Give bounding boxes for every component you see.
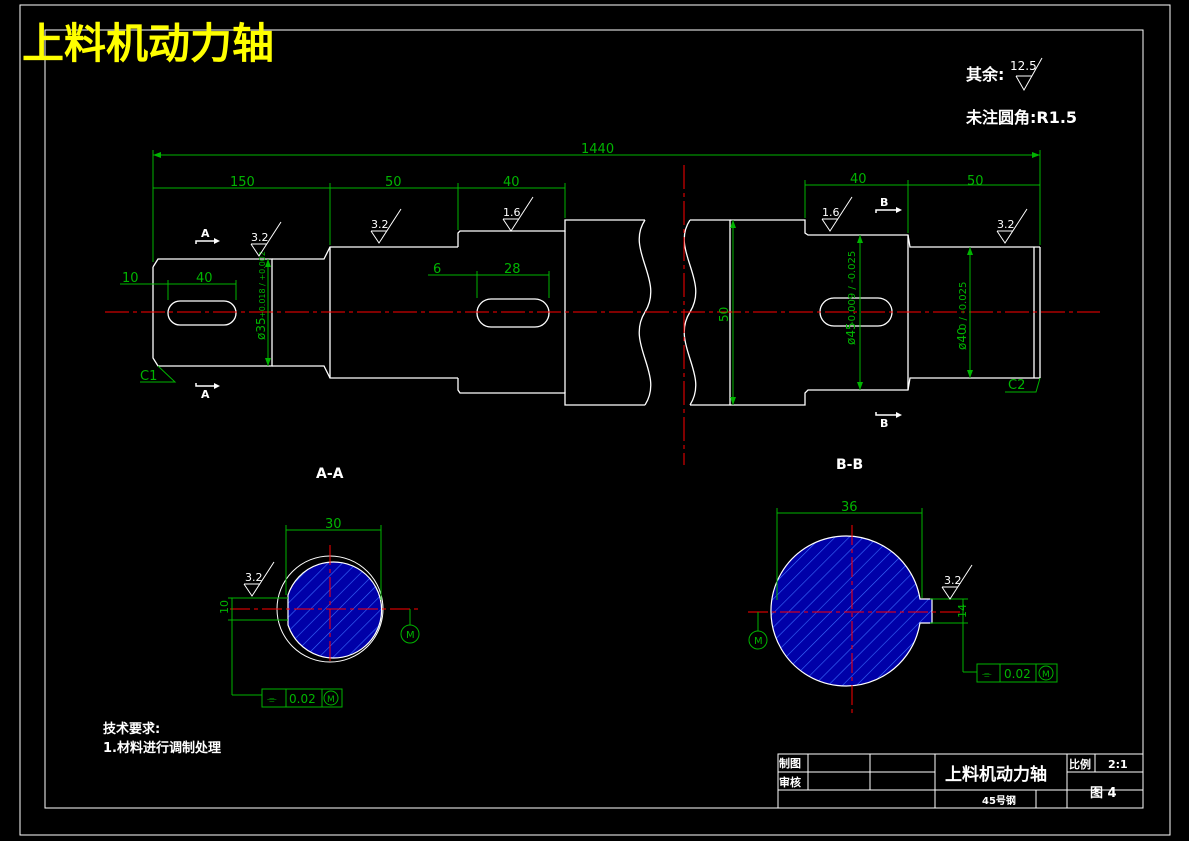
dim-center-50: 50: [717, 307, 731, 322]
dim-keyway-40: 40: [196, 271, 213, 286]
cut-label-a-bottom: A: [201, 388, 210, 401]
tb-part-name: 上料机动力轴: [945, 764, 1047, 785]
roughness-symbol-icon: [1015, 57, 1043, 92]
bb-key: 14: [956, 604, 969, 618]
dim-40-right: 40: [850, 172, 867, 187]
tb-checked-label: 审核: [779, 775, 801, 789]
section-cut-markers: [195, 209, 896, 416]
tech-req-heading: 技术要求:: [103, 721, 160, 737]
roughness-3-2-a: 3.2: [251, 231, 269, 244]
cut-label-a-top: A: [201, 227, 210, 240]
roughness-1-6-a: 1.6: [503, 206, 521, 219]
mmc-icon: M: [327, 695, 335, 705]
chamfer-c2: C2: [1008, 378, 1025, 393]
aa-symmetry-tol: 0.02: [289, 692, 316, 706]
bb-roughness: 3.2: [944, 574, 962, 587]
symmetry-icon: ⌯: [982, 667, 992, 681]
centerlines: [105, 165, 1100, 465]
aa-key: 10: [218, 600, 231, 614]
surface-rest-label: 其余:: [966, 65, 1004, 84]
dim-6: 6: [433, 262, 441, 277]
surface-rest-value: 12.5: [1010, 59, 1037, 73]
section-bb-view: 36 14 3.2 ⌯ 0.02 M M: [748, 500, 1058, 715]
dim-dia-40: ø40: [955, 327, 969, 350]
dim-40-left: 40: [503, 175, 520, 190]
dim-50-left: 50: [385, 175, 402, 190]
symmetry-icon: ⌯: [267, 692, 277, 706]
aa-width: 30: [325, 517, 342, 532]
outer-border: [19, 4, 1171, 836]
section-cut-arrows: [214, 207, 902, 418]
section-aa-view: 30 10 3.2 ⌯ 0.02 M M: [218, 517, 420, 708]
dim-dia-45: ø45: [844, 322, 858, 345]
tb-material: 45号钢: [982, 794, 1016, 807]
dim-50-right: 50: [967, 174, 984, 189]
dim-overall: 1440: [581, 142, 614, 157]
tb-sheet: 图 4: [1090, 786, 1117, 801]
inner-border: [44, 29, 1144, 809]
tech-req-item-1: 1.材料进行调制处理: [103, 740, 221, 756]
roughness-1-6-b: 1.6: [822, 206, 840, 219]
dim-150: 150: [230, 175, 255, 190]
dimension-arrows: [153, 152, 1040, 405]
fillet-note: 未注圆角:R1.5: [965, 108, 1077, 127]
tb-scale-value: 2:1: [1108, 758, 1128, 771]
bb-width: 36: [841, 500, 858, 515]
mmc-icon: M: [1042, 670, 1050, 680]
mmc-icon: M: [406, 630, 415, 641]
roughness-symbol-icon: [250, 196, 1028, 257]
mmc-icon: M: [754, 636, 763, 647]
cut-label-b-bottom: B: [880, 417, 888, 430]
cut-label-b-top: B: [880, 196, 888, 209]
section-label-bb: B-B: [836, 457, 863, 473]
dim-tol-40: 0 / -0.025: [958, 282, 969, 330]
chamfer-c1: C1: [140, 369, 157, 384]
dim-10: 10: [122, 271, 139, 286]
dim-tol-35: +0.018 / +0.002: [258, 251, 267, 318]
roughness-3-2-b: 3.2: [371, 218, 389, 231]
aa-roughness: 3.2: [245, 571, 263, 584]
tb-scale-label: 比例: [1069, 757, 1091, 771]
dimension-lines: [120, 150, 1041, 405]
dim-28: 28: [504, 262, 521, 277]
tb-drawn-label: 制图: [779, 756, 801, 770]
dim-tol-45: -0.009 / -0.025: [847, 251, 858, 325]
title-block: [777, 753, 1144, 809]
section-label-aa: A-A: [316, 466, 344, 482]
dim-dia-35: ø35: [254, 317, 268, 340]
roughness-3-2-c: 3.2: [997, 218, 1015, 231]
bb-symmetry-tol: 0.02: [1004, 667, 1031, 681]
header-title: 上料机动力轴: [22, 19, 274, 68]
